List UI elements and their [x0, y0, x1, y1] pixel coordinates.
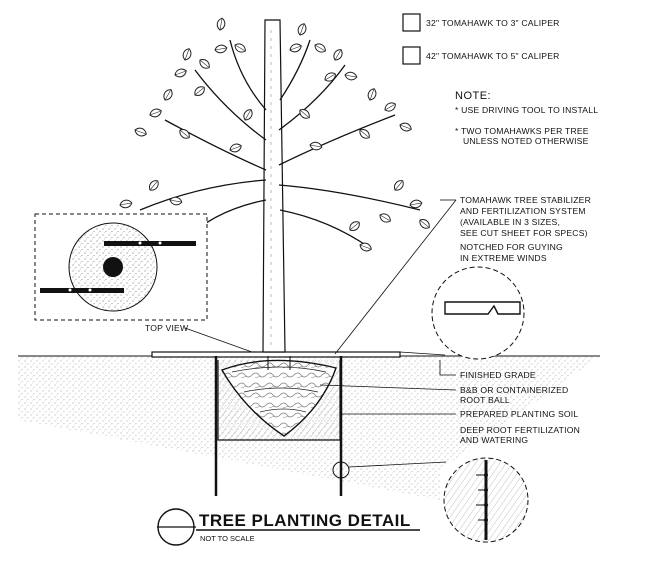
root-ball-line-1: B&B OR CONTAINERIZED: [460, 385, 568, 395]
callout-labels: TOMAHAWK TREE STABILIZER AND FERTILIZATI…: [460, 195, 591, 445]
root-ball-line-2: ROOT BALL: [460, 395, 510, 405]
note-block: NOTE: * USE DRIVING TOOL TO INSTALL * TW…: [455, 90, 598, 146]
tree-trunk: [262, 19, 286, 353]
note-item-2-line-2: UNLESS NOTED OTHERWISE: [463, 136, 589, 146]
stabilizer-line-3: (AVAILABLE IN 3 SIZES,: [460, 217, 560, 227]
top-view-trunk: [103, 257, 123, 277]
title-block: TREE PLANTING DETAIL NOT TO SCALE: [157, 508, 420, 546]
note-heading: NOTE:: [455, 90, 491, 102]
stabilizer-line-1: TOMAHAWK TREE STABILIZER: [460, 195, 591, 205]
deep-root-detail: [332, 457, 529, 543]
note-item-2-line-1: * TWO TOMAHAWKS PER TREE: [455, 126, 589, 136]
notched-line-1: NOTCHED FOR GUYING: [460, 242, 563, 252]
tree-branches: [139, 39, 421, 249]
top-view-tomahawk-lower: [40, 288, 124, 293]
stabilizer-leader: [334, 199, 457, 355]
finished-grade-label: FINISHED GRADE: [460, 370, 536, 380]
top-view-label: TOP VIEW: [145, 323, 189, 333]
drawing-title: TREE PLANTING DETAIL: [199, 511, 411, 530]
drawing-subtitle: NOT TO SCALE: [200, 534, 255, 543]
notched-line-2: IN EXTREME WINDS: [460, 253, 547, 263]
top-view-inset: TOP VIEW: [34, 213, 253, 353]
planting-soil-label: PREPARED PLANTING SOIL: [460, 409, 578, 419]
legend-label-42: 42" TOMAHAWK TO 5" CALIPER: [426, 51, 560, 61]
legend-box-42: [402, 46, 421, 65]
note-item-1: * USE DRIVING TOOL TO INSTALL: [455, 105, 598, 115]
stabilizer-bar: [151, 351, 401, 358]
notch-detail: [399, 266, 525, 360]
ground-section: [18, 351, 600, 500]
stabilizer-line-4: SEE CUT SHEET FOR SPECS): [460, 228, 588, 238]
notch-detail-bar: [444, 301, 521, 315]
legend-box-32: [402, 13, 421, 32]
deep-root-line-1: DEEP ROOT FERTILIZATION: [460, 425, 580, 435]
legend: 32" TOMAHAWK TO 3" CALIPER 42" TOMAHAWK …: [402, 13, 560, 65]
deep-root-line-2: AND WATERING: [460, 435, 528, 445]
top-view-tomahawk-upper: [104, 241, 196, 246]
stabilizer-line-2: AND FERTILIZATION SYSTEM: [460, 206, 586, 216]
callout-leaders: [319, 199, 457, 415]
legend-label-32: 32" TOMAHAWK TO 3" CALIPER: [426, 18, 560, 28]
tree: [118, 17, 433, 353]
